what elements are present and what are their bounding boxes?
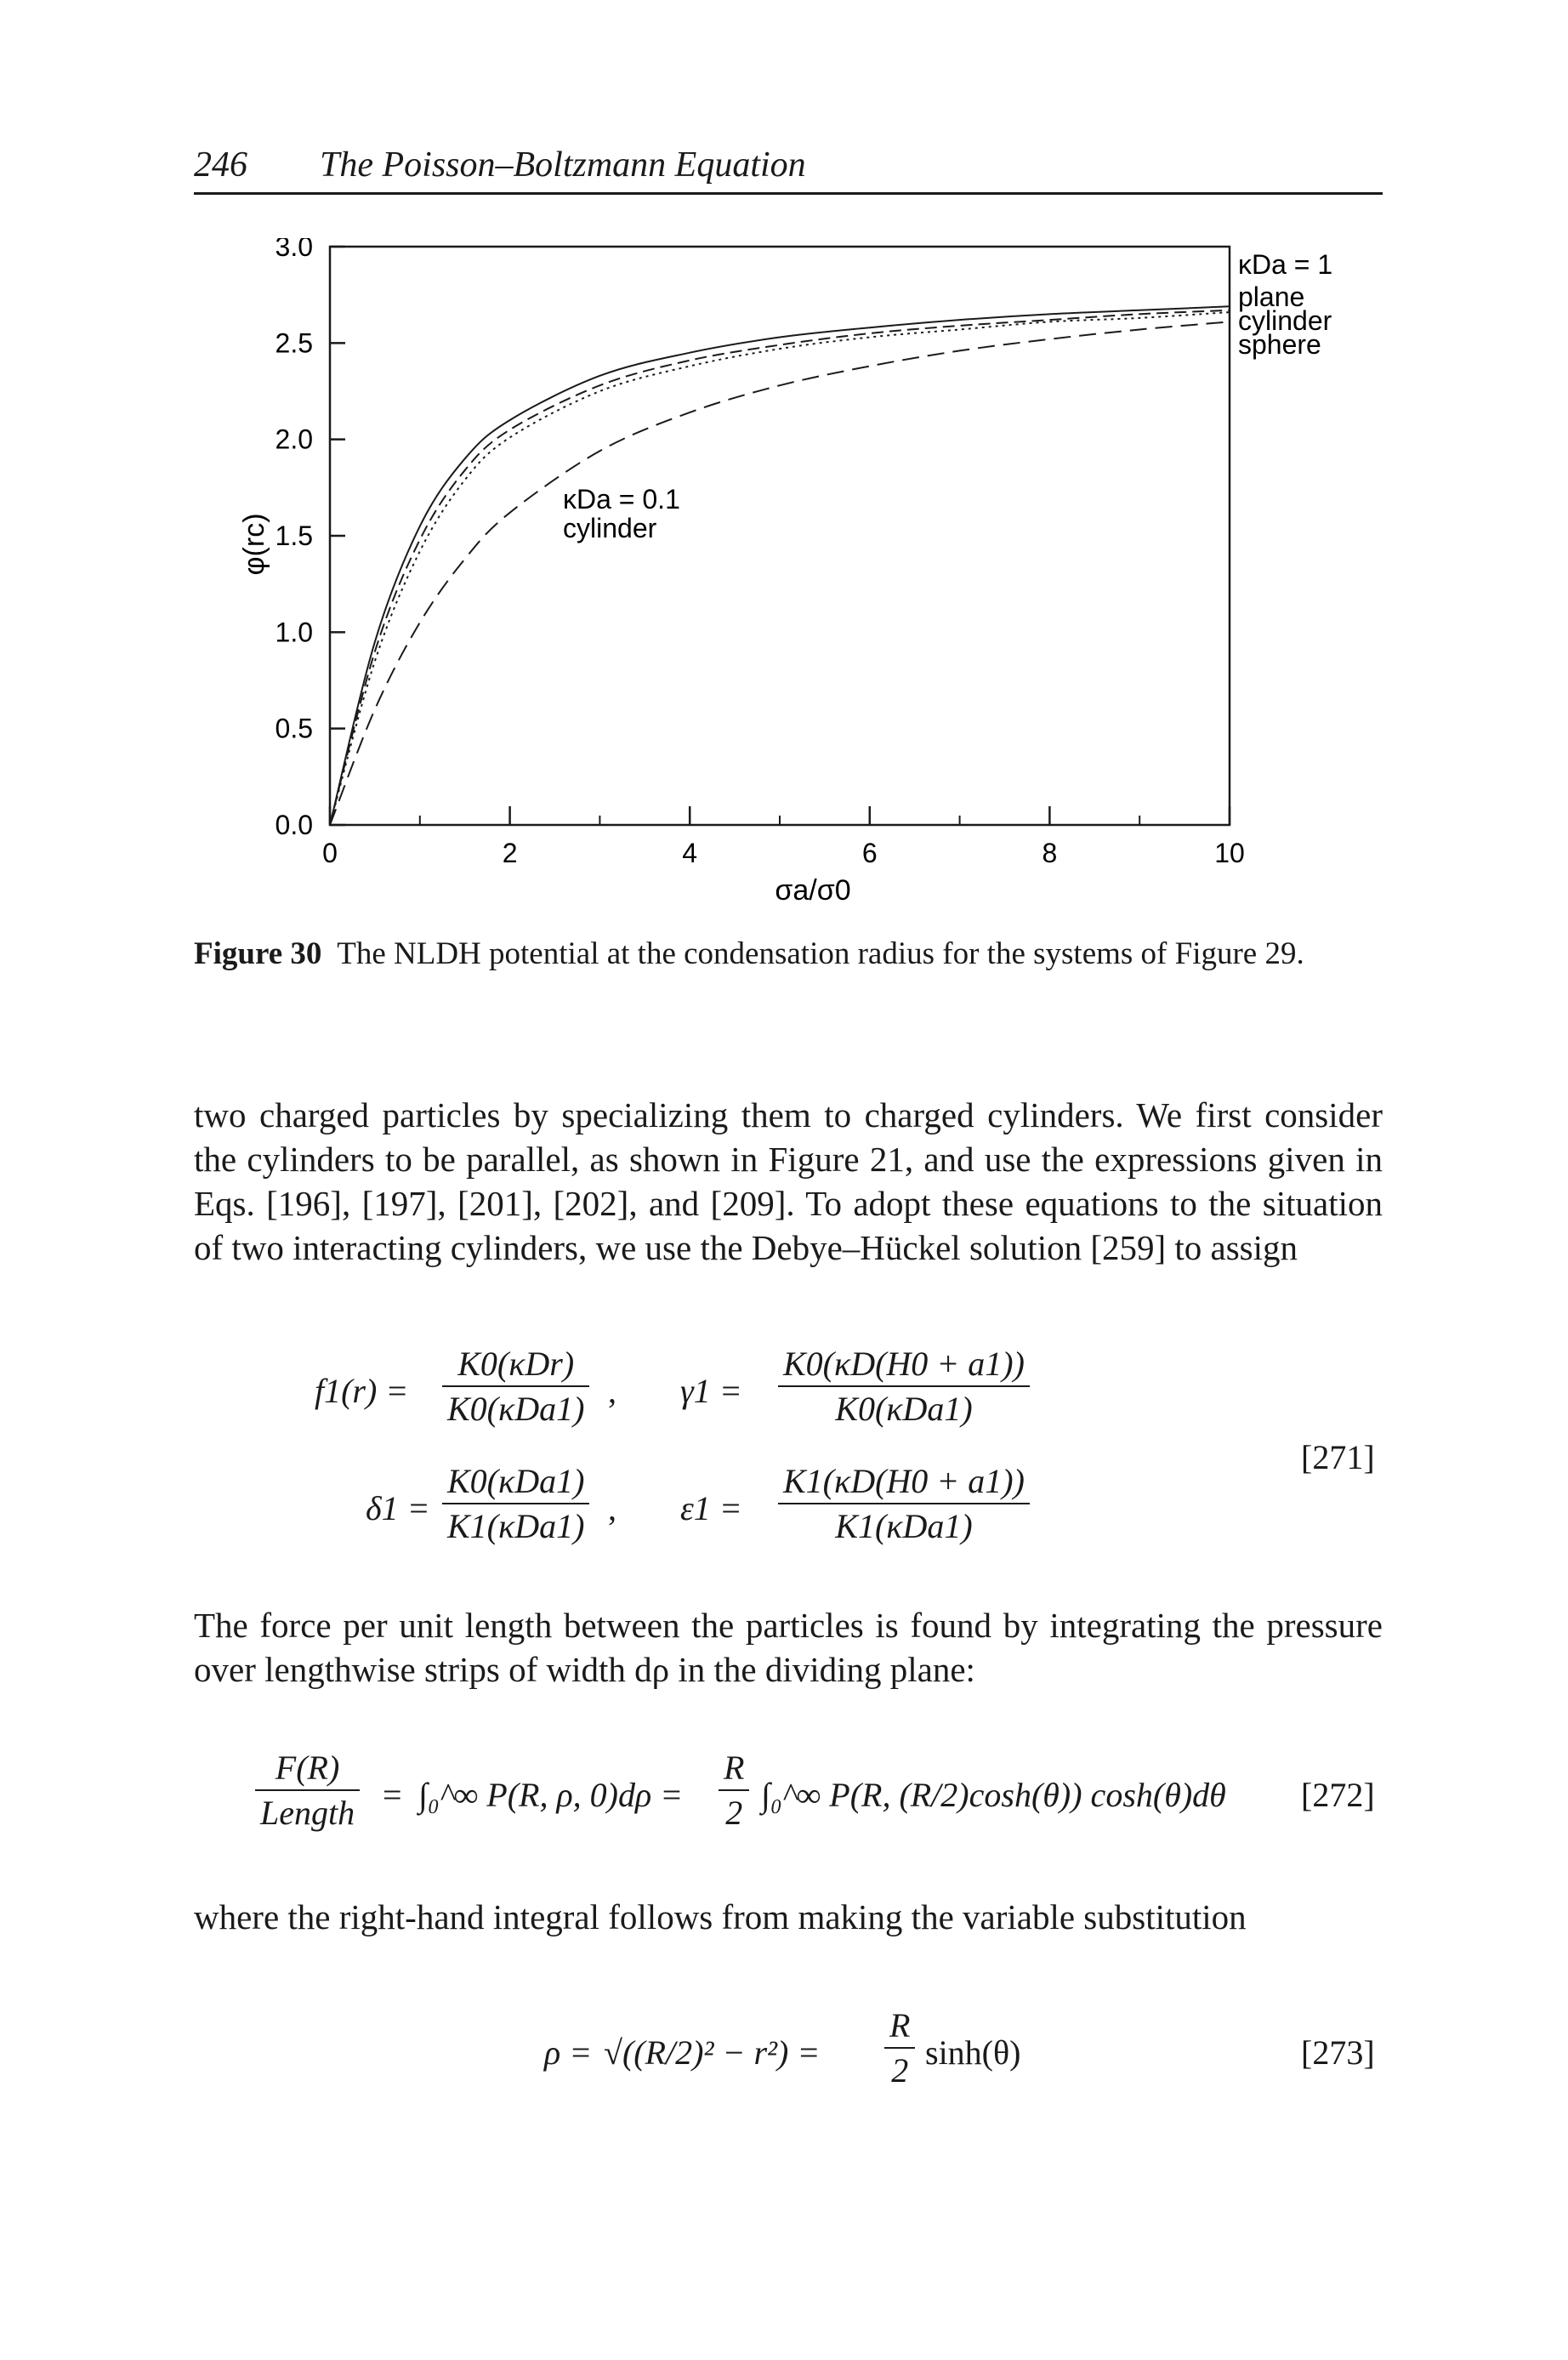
body-paragraph-2: The force per unit length between the pa… [194, 1606, 1383, 1689]
eq271-d1-fraction: K0(κDa1) K1(κDa1) [442, 1461, 590, 1546]
eq271-g1-fraction: K0(κD(H0 + a1)) K0(κDa1) [778, 1344, 1030, 1429]
eq271-e1-lhs: ε1 = [680, 1489, 742, 1527]
equation-272: F(R) Length = ∫₀^∞ P(R, ρ, 0)dρ = R 2 ∫₀… [255, 1748, 1386, 1841]
axes: 0.0 0.5 1.0 1.5 2.0 2.5 3.0 0 2 4 6 8 10 [276, 231, 1245, 868]
legend-title: κDa = 1 [1238, 249, 1332, 280]
x-tick-label: 8 [1042, 838, 1058, 868]
eq271-comma-1: , [608, 1372, 616, 1410]
x-tick-label: 6 [862, 838, 878, 868]
caption-text: The NLDH potential at the condensation r… [337, 936, 1304, 971]
equation-271-row-1: f1(r) = K0(κDr) K0(κDa1) , γ1 = K0(κD(H0… [315, 1344, 1165, 1437]
eq271-g1-numerator: K0(κD(H0 + a1)) [778, 1344, 1030, 1387]
x-tick-label: 2 [503, 838, 518, 868]
eq271-d1-lhs: δ1 = [366, 1489, 430, 1527]
eq271-f1-denominator: K0(κDa1) [447, 1390, 585, 1428]
eq271-g1-denominator: K0(κDa1) [835, 1390, 973, 1428]
eq272-equals: = [383, 1776, 402, 1814]
inner-label-cylinder: cylinder [563, 513, 657, 543]
eq273-lhs: ρ = [544, 2033, 593, 2072]
equation-273: ρ = √((R/2)² − r²) = R 2 sinh(θ) [273] [544, 1999, 1386, 2101]
eq273-radical: √((R/2)² − r²) = [604, 2033, 821, 2072]
caption-label: Figure 30 [194, 936, 322, 971]
y-tick-label: 2.0 [276, 424, 313, 455]
eq271-f1-fraction: K0(κDr) K0(κDa1) [442, 1344, 590, 1429]
x-axis-label: σa/σ0 [775, 874, 850, 907]
eq271-comma-2: , [608, 1489, 616, 1527]
x-tick-label: 0 [322, 838, 338, 868]
eq271-e1-fraction: K1(κD(H0 + a1)) K1(κDa1) [778, 1461, 1030, 1546]
series-line-3 [329, 321, 1230, 826]
eq272-right: ∫₀^∞ P(R, (R/2)cosh(θ)) cosh(θ)dθ [761, 1776, 1226, 1814]
legend-item-sphere: sphere [1238, 329, 1321, 360]
labels-layer: φ(rc) σa/σ0 κDa = 1 plane cylinder spher… [238, 249, 1332, 907]
inner-label-kda: κDa = 0.1 [563, 484, 680, 515]
y-tick-label: 3.0 [276, 238, 313, 262]
eq273-coef-denominator: 2 [891, 2051, 909, 2090]
eq271-e1-numerator: K1(κD(H0 + a1)) [778, 1461, 1030, 1504]
phi-chart: 0.0 0.5 1.0 1.5 2.0 2.5 3.0 0 2 4 6 8 10 φ(rc) σa/σ0… [238, 231, 1332, 907]
eq271-f1-lhs: f1(r) = [315, 1372, 409, 1410]
y-tick-label: 1.5 [276, 520, 313, 551]
legend-item-plane: plane [1238, 281, 1304, 312]
equation-273-number: [273] [1301, 2033, 1375, 2072]
body-paragraph-3: where the right-hand integral follows fr… [194, 1897, 1247, 1936]
eq272-lhs-numerator: F(R) [255, 1748, 361, 1791]
eq271-g1-lhs: γ1 = [680, 1372, 742, 1410]
page-number: 246 [194, 145, 247, 185]
y-tick-label: 0.0 [276, 810, 313, 840]
running-title: The Poisson–Boltzmann Equation [320, 145, 806, 185]
running-head: 246 The Poisson–Boltzmann Equation [194, 145, 1383, 195]
eq272-coef-numerator: R [719, 1748, 750, 1791]
series-line-2 [329, 311, 1230, 826]
x-tick-label: 4 [682, 838, 697, 868]
eq273-rhs: sinh(θ) [925, 2033, 1021, 2072]
eq271-d1-numerator: K0(κDa1) [442, 1461, 590, 1504]
eq271-f1-numerator: K0(κDr) [442, 1344, 590, 1387]
figure-30: 0.0 0.5 1.0 1.5 2.0 2.5 3.0 0 2 4 6 8 10 φ(rc) σa/σ0… [194, 231, 1401, 935]
eq272-lhs-denominator: Length [260, 1794, 355, 1832]
equation-272-number: [272] [1301, 1776, 1375, 1814]
equation-271-row-2: δ1 = K0(κDa1) K1(κDa1) , ε1 = K1(κD(H0 +… [315, 1461, 1165, 1555]
eq273-coef-fraction: R 2 [884, 2005, 916, 2090]
eq272-lhs-fraction: F(R) Length [255, 1748, 361, 1833]
figure-caption: Figure 30 The NLDH potential at the cond… [194, 934, 1384, 975]
eq272-coef-denominator: 2 [725, 1794, 743, 1832]
legend-item-cylinder: cylinder [1238, 305, 1332, 336]
series-line-0 [329, 305, 1230, 826]
body-paragraph-1: two charged particles by specializing th… [194, 1095, 1383, 1267]
eq272-middle: ∫₀^∞ P(R, ρ, 0)dρ = [418, 1776, 684, 1814]
series-layer [329, 305, 1230, 826]
y-tick-label: 0.5 [276, 714, 313, 744]
y-axis-label: φ(rc) [238, 513, 270, 575]
x-tick-label: 10 [1214, 838, 1245, 868]
y-tick-label: 2.5 [276, 327, 313, 358]
eq273-coef-numerator: R [884, 2005, 916, 2049]
series-line-1 [329, 309, 1230, 826]
eq271-e1-denominator: K1(κDa1) [835, 1507, 973, 1545]
eq271-d1-denominator: K1(κDa1) [447, 1507, 585, 1545]
eq272-coef-fraction: R 2 [719, 1748, 750, 1833]
y-tick-label: 1.0 [276, 617, 313, 647]
equation-271-number: [271] [1301, 1438, 1375, 1476]
